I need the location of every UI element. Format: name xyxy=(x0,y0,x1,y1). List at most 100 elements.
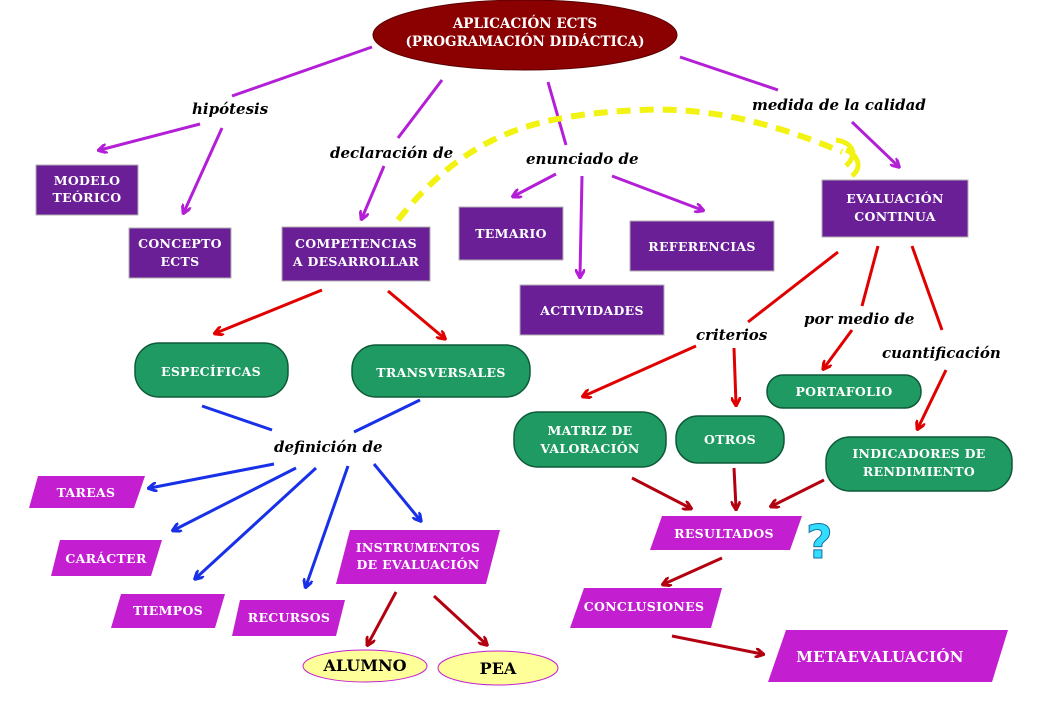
node-tareas: TAREAS xyxy=(29,476,145,508)
purple-arrows xyxy=(100,45,898,276)
arrow-declaracion-to-competencias xyxy=(362,165,386,218)
node-caracter-label: CARÁCTER xyxy=(65,551,147,566)
node-transversales: TRANSVERSALES xyxy=(351,344,531,398)
arrow-pormedio-to-portafolio xyxy=(824,329,854,368)
node-concepto-ects: CONCEPTO ECTS xyxy=(128,227,232,279)
node-otros: OTROS xyxy=(675,415,785,464)
arrow-criterios-to-matriz xyxy=(584,344,697,396)
node-concepto-line1: CONCEPTO xyxy=(138,236,222,251)
title-node: APLICACIÓN ECTS (PROGRAMACIÓN DIDÁCTICA) xyxy=(372,0,678,71)
node-tareas-label: TAREAS xyxy=(57,485,116,500)
node-indicadores-line1: INDICADORES DE xyxy=(852,446,985,461)
edge-label-definicion: definición de xyxy=(274,438,383,456)
arrow-title-to-declaracion xyxy=(396,79,444,139)
arrow-resultados-to-conclusiones xyxy=(664,556,723,584)
node-matriz-line1: MATRIZ DE xyxy=(548,423,633,438)
node-actividades: ACTIVIDADES xyxy=(519,284,665,336)
arrow-competencias-to-transversales xyxy=(387,289,444,338)
node-indicadores-rendimiento: INDICADORES DE RENDIMIENTO xyxy=(825,436,1013,492)
node-portafolio-label: PORTAFOLIO xyxy=(795,384,892,399)
arrow-otros-to-resultados xyxy=(734,467,736,508)
arrow-enunciado-to-temario xyxy=(514,172,557,196)
arrow-instrumentos-to-alumno xyxy=(368,591,398,644)
node-pea: PEA xyxy=(437,650,559,686)
node-competencias: COMPETENCIAS A DESARROLLAR xyxy=(281,226,431,282)
node-metaevaluacion-label: METAEVALUACIÓN xyxy=(796,648,963,666)
arrow-title-to-enunciado xyxy=(546,81,568,146)
node-especificas-label: ESPECÍFICAS xyxy=(161,364,261,379)
dashed-link-competencias-evaluacion xyxy=(395,106,844,222)
node-indicadores-line2: RENDIMIENTO xyxy=(863,464,975,479)
node-concepto-line2: ECTS xyxy=(160,254,199,269)
node-matriz-line2: VALORACIÓN xyxy=(539,440,639,456)
node-tiempos: TIEMPOS xyxy=(111,594,225,628)
node-especificas: ESPECÍFICAS xyxy=(134,342,289,398)
arrow-indicadores-to-resultados xyxy=(772,478,825,506)
node-conclusiones-label: CONCLUSIONES xyxy=(584,599,705,614)
node-actividades-label: ACTIVIDADES xyxy=(539,303,644,318)
edge-label-criterios: criterios xyxy=(696,326,768,344)
node-resultados-label: RESULTADOS xyxy=(674,526,774,541)
arrow-evaluacion-to-cuantificacion xyxy=(910,245,944,331)
arrow-enunciado-to-referencias xyxy=(611,174,702,210)
node-tiempos-label: TIEMPOS xyxy=(133,603,203,618)
arrow-enunciado-to-actividades xyxy=(580,175,582,276)
dashed-link-arrowhead xyxy=(835,137,861,178)
darkred-arrows xyxy=(368,467,825,654)
edge-labels: hipótesis declaración de enunciado de me… xyxy=(192,96,1001,456)
arrow-definicion-to-tareas xyxy=(150,462,275,488)
node-temario-label: TEMARIO xyxy=(475,226,547,241)
node-competencias-line1: COMPETENCIAS xyxy=(295,236,417,251)
arrow-cuantificacion-to-indicadores xyxy=(918,369,948,428)
edge-label-enunciado: enunciado de xyxy=(526,150,639,168)
arrow-conclusiones-to-metaevaluacion xyxy=(671,634,762,654)
node-modelo-line1: MODELO xyxy=(54,173,121,188)
arrow-hipotesis-to-concepto xyxy=(184,127,224,212)
arrow-definicion-to-caracter xyxy=(174,466,297,530)
arrow-title-to-medida xyxy=(679,55,779,92)
question-mark-icon: ? xyxy=(806,515,833,569)
node-pea-label: PEA xyxy=(480,659,517,678)
arrow-hipotesis-to-modelo xyxy=(100,122,201,150)
node-caracter: CARÁCTER xyxy=(51,540,162,576)
arrow-transversales-to-definicion xyxy=(353,398,421,434)
node-alumno: ALUMNO xyxy=(302,649,428,683)
node-transversales-label: TRANSVERSALES xyxy=(376,365,505,380)
node-competencias-line2: A DESARROLLAR xyxy=(292,254,420,269)
arrow-evaluacion-to-criterios xyxy=(747,250,839,324)
node-otros-label: OTROS xyxy=(704,432,756,447)
title-line1: APLICACIÓN ECTS xyxy=(452,15,597,32)
title-line2: (PROGRAMACIÓN DIDÁCTICA) xyxy=(406,33,645,50)
node-matriz-valoracion: MATRIZ DE VALORACIÓN xyxy=(513,411,667,468)
arrow-definicion-to-recursos xyxy=(306,465,350,586)
arrow-title-to-hipotesis xyxy=(231,45,373,98)
arrow-medida-to-evaluacion xyxy=(850,120,898,166)
node-instrumentos-line1: INSTRUMENTOS xyxy=(356,540,481,555)
node-modelo-line2: TEÓRICO xyxy=(53,189,122,205)
node-conclusiones: CONCLUSIONES xyxy=(570,588,722,628)
node-alumno-label: ALUMNO xyxy=(322,656,406,675)
arrow-instrumentos-to-pea xyxy=(432,594,486,644)
node-modelo-teorico: MODELO TEÓRICO xyxy=(35,164,139,216)
red-arrows xyxy=(216,245,948,428)
node-evaluacion-line2: CONTINUA xyxy=(854,209,935,224)
node-instrumentos-evaluacion: INSTRUMENTOS DE EVALUACIÓN xyxy=(336,530,500,584)
node-metaevaluacion: METAEVALUACIÓN xyxy=(768,630,1008,682)
edge-label-declaracion: declaración de xyxy=(330,144,453,162)
arrow-competencias-to-especificas xyxy=(216,288,323,333)
node-evaluacion-continua: EVALUACIÓN CONTINUA xyxy=(821,179,969,238)
edge-label-medida: medida de la calidad xyxy=(752,96,926,114)
arrow-criterios-to-otros xyxy=(734,347,736,404)
arrow-evaluacion-to-pormedio xyxy=(860,245,880,307)
node-recursos-label: RECURSOS xyxy=(248,610,331,625)
edge-label-hipotesis: hipótesis xyxy=(192,100,269,118)
node-referencias: REFERENCIAS xyxy=(629,220,775,272)
edge-label-cuantificacion: cuantificación xyxy=(882,344,1001,362)
blue-arrows xyxy=(150,398,421,586)
node-referencias-label: REFERENCIAS xyxy=(648,239,755,254)
node-temario: TEMARIO xyxy=(458,206,564,261)
node-resultados: RESULTADOS xyxy=(650,516,802,550)
node-evaluacion-line1: EVALUACIÓN xyxy=(846,190,943,206)
